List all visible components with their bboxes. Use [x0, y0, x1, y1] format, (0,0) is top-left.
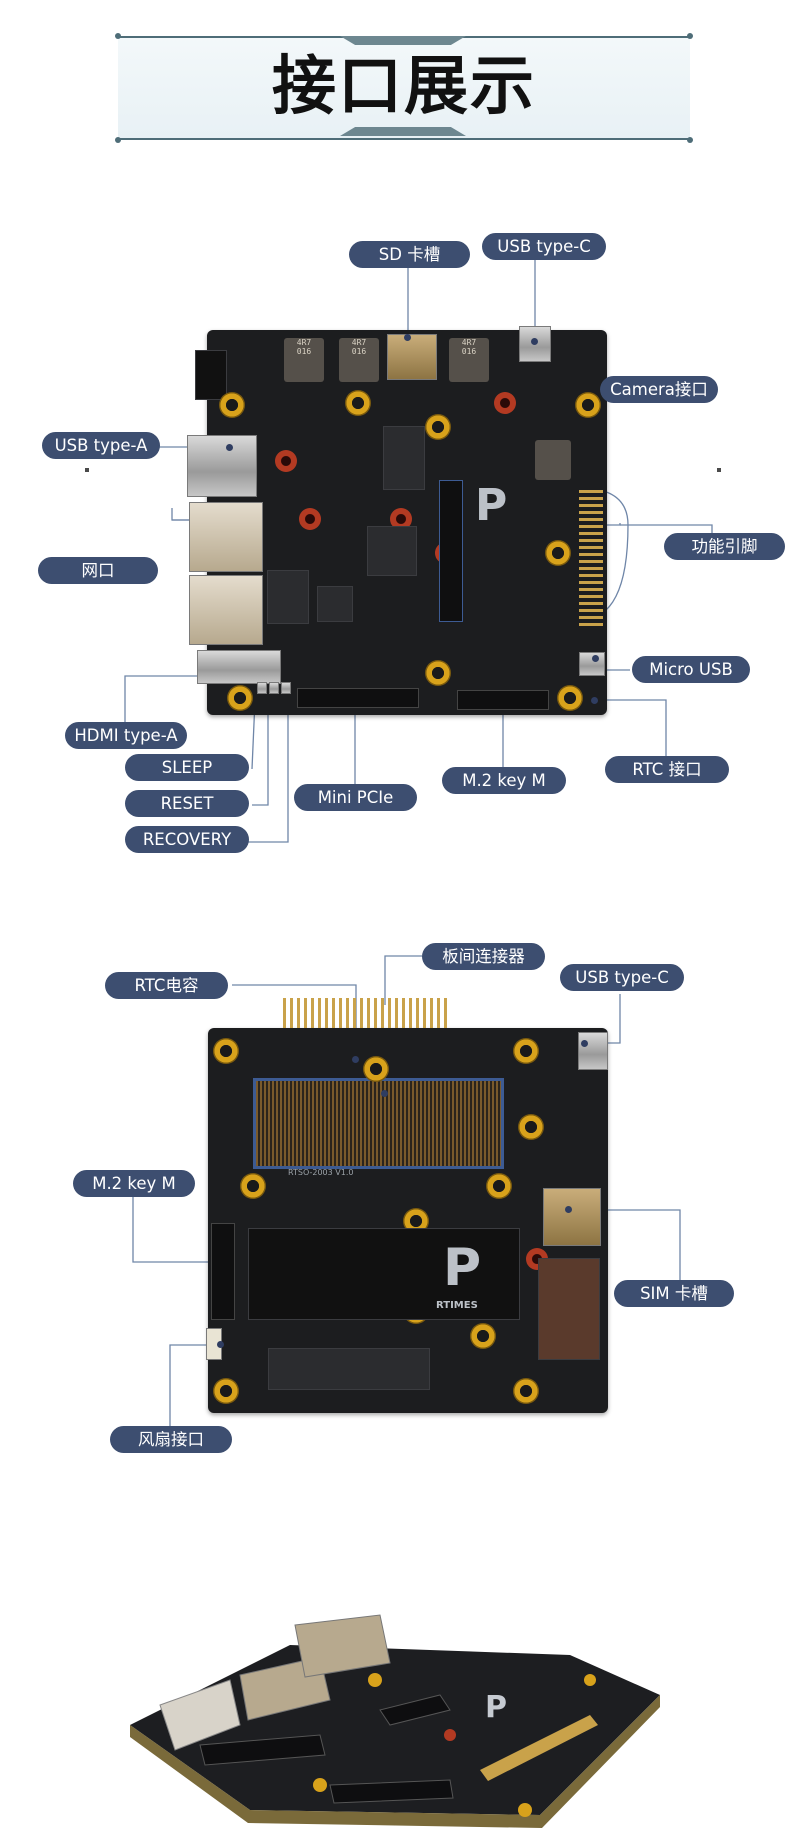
mini-pcie-slot: [297, 688, 419, 708]
sd-card-slot: [387, 334, 437, 380]
label-m2-key-m-top: M.2 key M: [442, 767, 566, 794]
label-ethernet: 网口: [38, 557, 158, 584]
page-title: 接口展示: [272, 50, 536, 124]
recovery-button: [281, 682, 291, 694]
label-rtc-capacitor: RTC电容: [105, 972, 228, 999]
label-reset: RESET: [125, 790, 249, 817]
label-board-connector: 板间连接器: [422, 943, 545, 970]
camera-connector: [439, 480, 463, 622]
label-m2-key-m-bottom: M.2 key M: [73, 1170, 195, 1197]
sim-card-slot: [543, 1188, 601, 1246]
logo-text: RTIMES: [436, 1300, 478, 1311]
sleep-button: [257, 682, 267, 694]
usb-type-a-port: [187, 435, 257, 497]
label-micro-usb: Micro USB: [632, 656, 750, 683]
label-usb-type-a: USB type-A: [42, 432, 160, 459]
board-logo: P: [475, 480, 508, 531]
label-recovery: RECOVERY: [125, 826, 249, 853]
label-hdmi: HDMI type-A: [65, 722, 187, 749]
reset-button: [269, 682, 279, 694]
label-sleep: SLEEP: [125, 754, 249, 781]
function-pin-header: [579, 490, 603, 630]
label-rtc: RTC 接口: [605, 756, 729, 783]
board-to-board-connector: [253, 1078, 504, 1169]
m2-key-m-slot: [457, 690, 549, 710]
top-pin-header: [283, 998, 448, 1028]
label-usb-type-c-bottom: USB type-C: [560, 964, 684, 991]
silkscreen-text: RTSO-2003 V1.0: [288, 1168, 354, 1177]
bottom-board-photo: P RTIMES RTSO-2003 V1.0: [206, 998, 608, 1413]
label-sim-slot: SIM 卡槽: [614, 1280, 734, 1307]
hdmi-port: [197, 650, 281, 684]
ethernet-port-2: [189, 575, 263, 645]
ethernet-port-1: [189, 502, 263, 572]
label-sd-slot: SD 卡槽: [349, 241, 470, 268]
label-usb-type-c-top: USB type-C: [482, 233, 606, 260]
audio-jack: [195, 350, 227, 400]
label-fan: 风扇接口: [110, 1426, 232, 1453]
label-mini-pcie: Mini PCIe: [294, 784, 417, 811]
banner-tab-top: [340, 36, 466, 45]
board-perspective-photo: P: [130, 1614, 660, 1828]
svg-text:P: P: [485, 1690, 507, 1725]
banner-tab-bottom: [340, 127, 466, 136]
label-camera: Camera接口: [600, 376, 718, 403]
label-function-pins: 功能引脚: [664, 533, 785, 560]
m2-key-m-slot-bottom: [211, 1223, 235, 1320]
micro-usb-port: [579, 652, 605, 676]
usb-c-port-bottom: [578, 1032, 608, 1070]
